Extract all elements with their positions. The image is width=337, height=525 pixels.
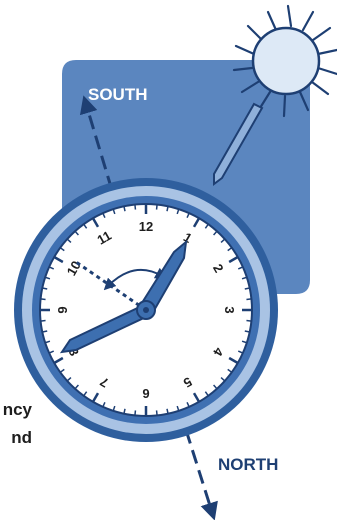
cut-off-text-line1: ncy [0,400,32,420]
clock-numeral-3: 3 [222,306,237,313]
clock-numeral-12: 12 [139,219,153,234]
clock-tick [41,299,46,300]
clock-tick [246,299,251,300]
clock-tick [167,409,168,414]
north-label: NORTH [218,455,278,474]
clock-tick [135,205,136,210]
clock-tick [135,410,136,415]
clock-tick [42,288,47,289]
clock-numeral-6: 6 [142,386,149,401]
clock-numeral-9: 9 [55,306,70,313]
clock-tick [245,288,250,289]
clock-tick [245,331,250,332]
clock-tick [157,205,158,210]
clock-tick [167,206,168,211]
clock-tick [157,410,158,415]
south-label: SOUTH [88,85,148,104]
clock-tick [124,409,125,414]
clock-tick [124,206,125,211]
clock-tick [41,321,46,322]
cut-off-text-line2: nd [0,428,32,448]
clock-tick [42,331,47,332]
clock-tick [246,321,251,322]
